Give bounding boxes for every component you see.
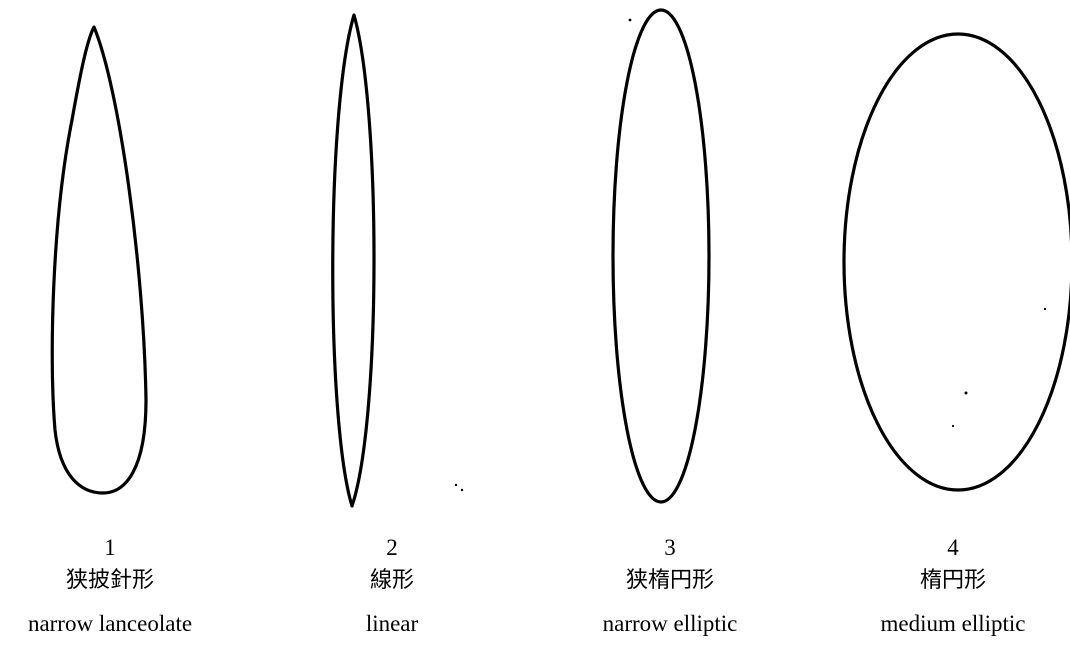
caption-shape-4: 4 楕円形 medium elliptic — [833, 536, 1070, 646]
scan-specks — [455, 19, 1046, 492]
shape-name-japanese: 線形 — [272, 570, 512, 612]
shape-number: 4 — [833, 536, 1070, 570]
shape-name-english: narrow elliptic — [550, 612, 790, 646]
leaf-shape-narrow-lanceolate — [52, 27, 146, 493]
caption-shape-3: 3 狭楕円形 narrow elliptic — [550, 536, 790, 646]
shape-name-english: medium elliptic — [833, 612, 1070, 646]
shape-name-english: narrow lanceolate — [0, 612, 230, 646]
shape-name-english: linear — [272, 612, 512, 646]
leaf-shape-linear — [333, 15, 374, 506]
caption-shape-1: 1 狭披針形 narrow lanceolate — [0, 536, 230, 646]
shape-name-japanese: 狭披針形 — [0, 570, 230, 612]
leaf-shape-narrow-elliptic — [613, 10, 709, 502]
shape-name-japanese: 楕円形 — [833, 570, 1070, 612]
shape-number: 2 — [272, 536, 512, 570]
caption-shape-2: 2 線形 linear — [272, 536, 512, 646]
shape-number: 1 — [0, 536, 230, 570]
shape-name-japanese: 狭楕円形 — [550, 570, 790, 612]
shape-number: 3 — [550, 536, 790, 570]
leaf-shape-medium-elliptic — [844, 34, 1070, 490]
